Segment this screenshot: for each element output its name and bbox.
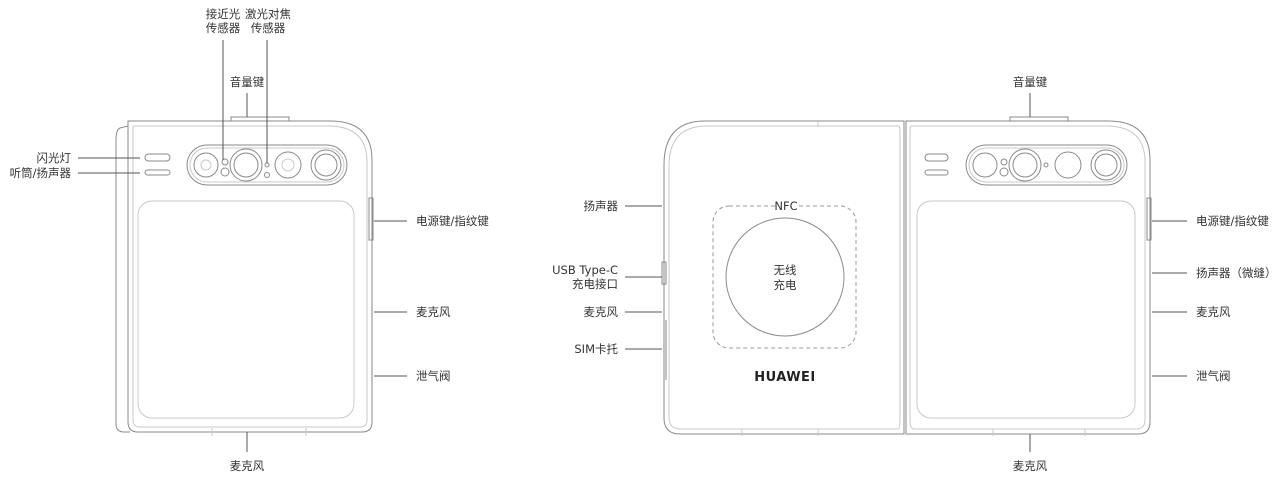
power-key-label-right: 电源键/指纹键 [1196,214,1269,228]
volume-key-label-right: 音量键 [1013,75,1048,89]
microphone-bottom-label-right: 麦克风 [1013,459,1048,473]
flash-label: 闪光灯 [37,151,72,165]
earpiece [144,169,171,176]
speaker-label: 扬声器 [584,199,619,213]
vent-valve-label: 泄气阀 [416,369,451,383]
microphone-right-label: 麦克风 [1196,305,1231,319]
phone-body [127,120,373,433]
huawei-logo: HUAWEI [754,370,816,385]
left-half-body [663,120,905,435]
camera-lens [229,148,263,182]
proximity-sensor-label-1: 接近光 [206,7,241,21]
laser-focus-sensor [264,162,270,168]
nfc-area [712,205,857,349]
vent-valve-label-right: 泄气阀 [1196,369,1231,383]
camera-bar-right [965,144,1128,186]
wireless-charging-label-1: 无线 [774,263,797,277]
left-phone [115,116,374,436]
flash [144,153,171,162]
cover-screen [137,200,355,419]
hinge-back-edge [115,125,130,433]
sim-tray-label: SIM卡托 [574,342,618,356]
proximity-sensor [221,158,229,166]
laser-focus-label-2: 传感器 [251,21,286,35]
flash-right [924,153,949,162]
microphone-bottom-label: 麦克风 [230,459,265,473]
volume-key [230,116,290,122]
nfc-label: NFC [774,199,797,213]
power-key [368,197,374,241]
laser-focus-label-1: 激光对焦 [245,7,291,21]
right-half-body [905,120,1151,435]
cover-screen-right [916,200,1136,419]
wireless-charging-coil [725,217,845,337]
usb-port-label-2: 充电接口 [572,277,618,291]
proximity-sensor-label-2: 传感器 [206,21,241,35]
usb-port [661,261,667,285]
camera-lens [274,151,302,179]
earpiece-label: 听筒/扬声器 [10,166,72,180]
power-key-right [1146,197,1152,241]
speaker-slit-label: 扬声器（微缝） [1196,266,1277,280]
volume-key-right [1009,116,1069,122]
wireless-charging-label-2: 充电 [774,278,797,292]
camera-lens [193,152,219,178]
microphone-side-label: 麦克风 [416,305,451,319]
usb-port-label-1: USB Type-C [552,263,618,277]
right-phone [661,116,1152,436]
camera-lens [310,149,342,181]
volume-key-label: 音量键 [230,75,265,89]
power-key-label: 电源键/指纹键 [416,214,489,228]
microphone-side-label-right: 麦克风 [584,305,619,319]
